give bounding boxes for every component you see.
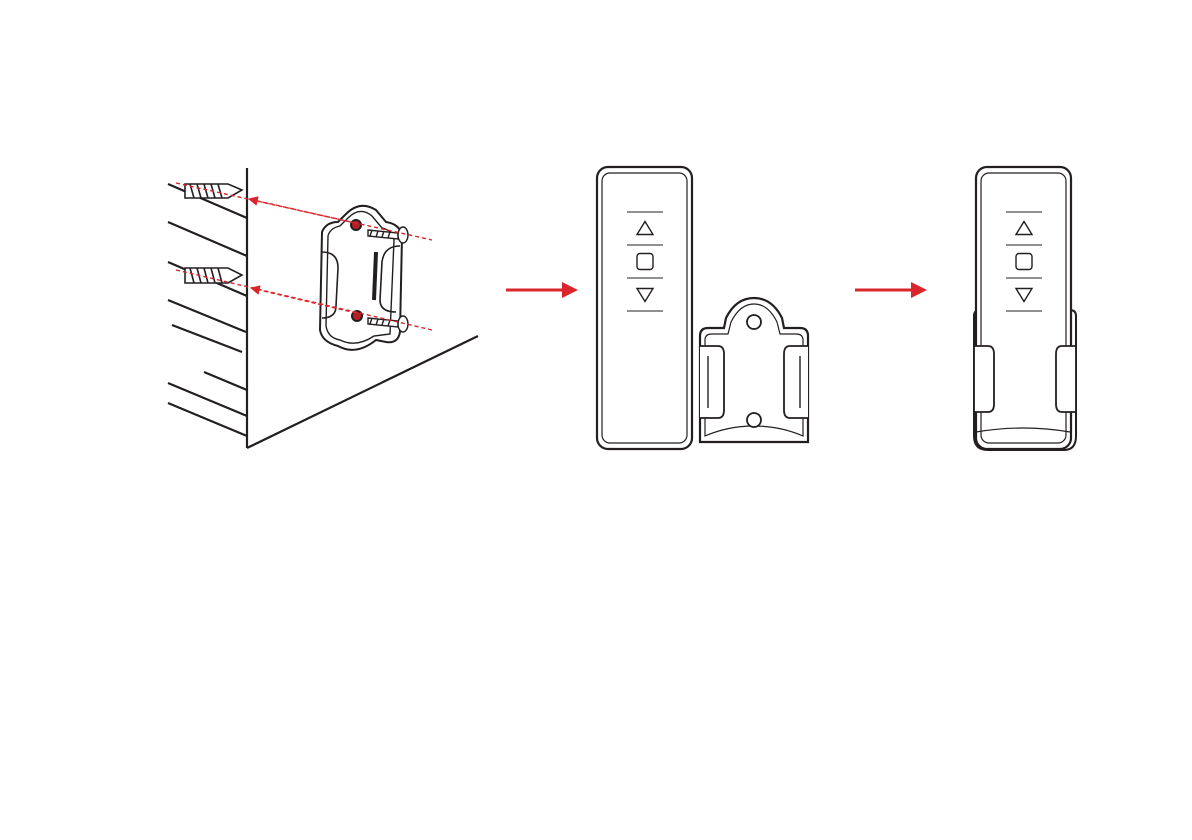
step-1-wall-mounting <box>168 168 478 448</box>
step-3-remote-docked <box>974 167 1076 450</box>
wall-anchor-bottom <box>185 268 242 283</box>
stop-button <box>637 254 653 270</box>
step-arrow-1 <box>506 282 578 298</box>
remote-control <box>597 167 692 449</box>
square-icon <box>637 254 653 270</box>
step-2-remote-and-bracket <box>597 167 808 449</box>
screw-hole-top <box>351 220 361 230</box>
stop-button <box>1016 254 1032 270</box>
bracket-front <box>700 298 808 442</box>
square-icon <box>1016 254 1032 270</box>
step-arrow-2 <box>855 282 927 298</box>
